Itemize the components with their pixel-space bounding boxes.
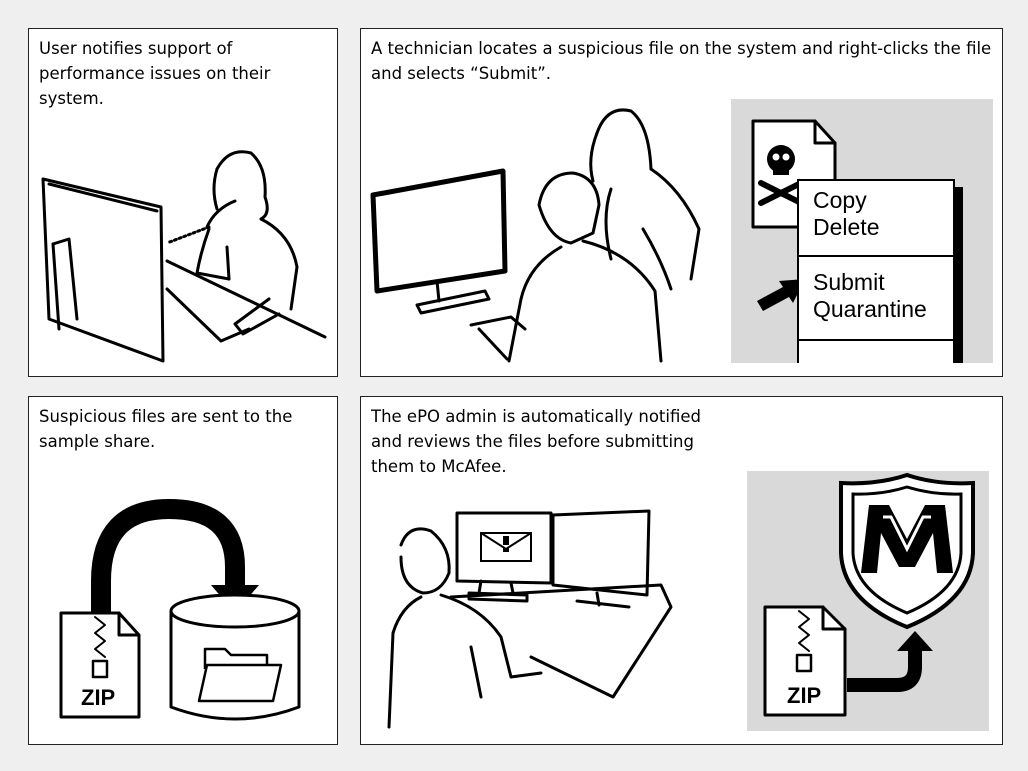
- panel-1-caption: User notifies support of performance iss…: [39, 39, 271, 108]
- menu-divider: [799, 339, 953, 341]
- zip-file-icon-2: ZIP: [763, 605, 847, 717]
- panel-user-notifies: User notifies support of performance iss…: [28, 28, 338, 377]
- menu-item-copy[interactable]: Copy: [813, 187, 867, 213]
- zip-label-2: ZIP: [787, 683, 821, 708]
- skull-crossbones-icon: [758, 145, 804, 206]
- context-menu-lower: Submit Quarantine: [797, 255, 955, 363]
- curved-arrow-icon: [91, 498, 245, 623]
- submit-to-mcafee-illustration: ZIP: [747, 471, 989, 731]
- zip-label: ZIP: [81, 685, 115, 710]
- sample-share-illustration: ZIP: [59, 498, 301, 721]
- envelope-alert-icon: [480, 532, 532, 562]
- menu-item-delete[interactable]: Delete: [813, 214, 880, 240]
- pointer-arrow-icon: [757, 279, 805, 311]
- zip-file-icon: ZIP: [59, 611, 141, 719]
- panel-3-caption: Suspicious files are sent to the sample …: [39, 407, 293, 451]
- menu-item-quarantine[interactable]: Quarantine: [813, 296, 927, 322]
- panel-epo-admin: The ePO admin is automatically notified …: [360, 396, 1003, 745]
- panel-4-caption: The ePO admin is automatically notified …: [371, 407, 701, 476]
- context-menu-illustration: Copy Delete Submit Quarantine: [731, 99, 993, 363]
- user-phone-illustration: [41, 150, 327, 363]
- panel-technician-submits: A technician locates a suspicious file o…: [360, 28, 1003, 377]
- context-menu: Copy Delete: [797, 179, 955, 257]
- menu-item-submit[interactable]: Submit: [813, 269, 885, 295]
- panel-2-caption: A technician locates a suspicious file o…: [371, 39, 992, 83]
- epo-admin-illustration: [387, 509, 673, 729]
- mcafee-shield-logo: [839, 472, 975, 630]
- sample-share-cylinder: [169, 593, 301, 721]
- technician-illustration: [370, 108, 701, 363]
- panel-sample-share: Suspicious files are sent to the sample …: [28, 396, 338, 745]
